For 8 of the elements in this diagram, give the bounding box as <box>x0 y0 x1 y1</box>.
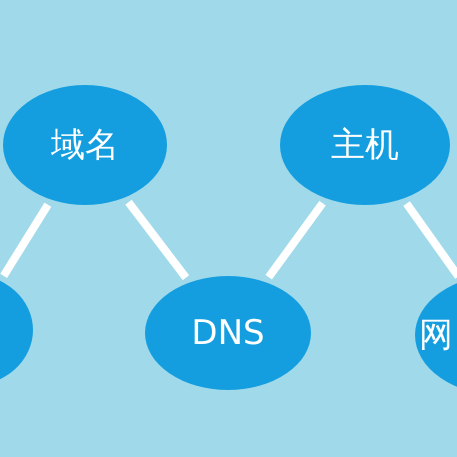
node-label: DNS <box>191 313 265 353</box>
connector-line <box>265 200 326 280</box>
node-label: 域名 <box>51 124 119 167</box>
node-label: 主机 <box>331 124 399 167</box>
node-label: 网 <box>419 314 453 357</box>
connector-line <box>125 200 190 280</box>
connector-line <box>403 201 457 279</box>
connector-line <box>0 202 52 278</box>
